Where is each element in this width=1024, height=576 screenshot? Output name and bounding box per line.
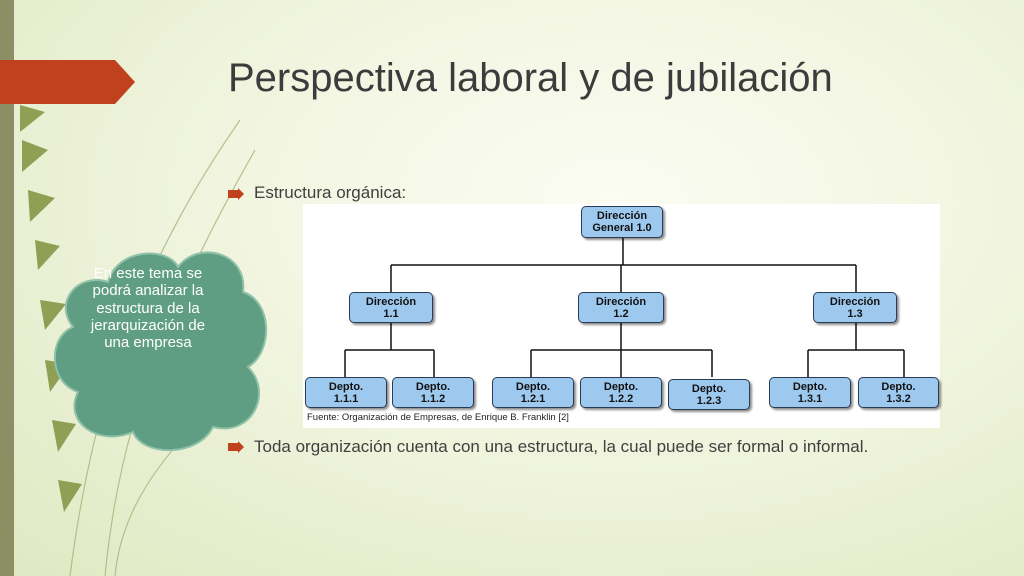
org-node-department: Depto. 1.3.1 <box>769 377 851 408</box>
org-node-line2: 1.2 <box>613 307 629 320</box>
org-node-department: Depto. 1.1.1 <box>305 377 387 408</box>
bullet-text: Estructura orgánica: <box>254 183 407 202</box>
org-node-department: Depto. 1.2.1 <box>492 377 574 408</box>
org-node-line2: General 1.0 <box>592 222 652 234</box>
org-node-line2: 1.1 <box>383 307 399 320</box>
org-node-line1: Depto. <box>881 380 916 393</box>
org-node-line2: 1.3 <box>847 307 863 320</box>
bullet-organization: Toda organización cuenta con una estruct… <box>228 436 948 457</box>
org-node-line2: 1.3.1 <box>797 392 823 405</box>
bullet-text: Toda organización cuenta con una estruct… <box>254 437 869 456</box>
org-node-line1: Depto. <box>603 380 639 393</box>
callout-text: En este tema se podrá analizar la estruc… <box>90 265 206 352</box>
bullet-structure: Estructura orgánica: <box>228 183 406 203</box>
org-node-line1: Dirección <box>365 295 417 308</box>
org-node-line2: 1.3.2 <box>886 392 911 405</box>
slide-title: Perspectiva laboral y de jubilación <box>228 56 833 100</box>
title-accent-arrow <box>0 60 135 104</box>
org-node-line1: Dirección <box>829 295 881 308</box>
org-node-direction: Dirección 1.3 <box>813 292 897 323</box>
org-node-line1: Depto. <box>792 380 828 393</box>
left-sidebar-bar <box>0 0 14 576</box>
org-node-direction: Dirección 1.1 <box>349 292 433 323</box>
org-node-line2: 1.2.1 <box>520 392 546 405</box>
org-node-root: Dirección General 1.0 <box>581 206 663 238</box>
org-node-line2: 1.2.2 <box>608 392 634 405</box>
org-node-department: Depto. 1.1.2 <box>392 377 474 408</box>
org-node-line2: 1.1.1 <box>333 392 359 405</box>
org-node-department: Depto. 1.2.3 <box>668 379 750 410</box>
org-node-line1: Depto. <box>415 380 451 393</box>
org-node-line1: Dirección <box>595 295 647 308</box>
org-node-line2: 1.2.3 <box>696 394 722 407</box>
org-node-direction: Dirección 1.2 <box>578 292 664 323</box>
org-node-department: Depto. 1.3.2 <box>858 377 939 408</box>
org-chart: Dirección General 1.0 Dirección 1.1 Dire… <box>303 204 940 428</box>
org-node-line1: Depto. <box>515 380 551 393</box>
org-node-line1: Depto. <box>328 380 364 393</box>
org-chart-source: Fuente: Organización de Empresas, de Enr… <box>307 412 569 423</box>
org-chart-connectors <box>344 237 905 377</box>
callout-cloud <box>53 251 268 452</box>
org-node-line1: Depto. <box>691 382 727 395</box>
org-node-department: Depto. 1.2.2 <box>580 377 662 408</box>
org-node-line2: 1.1.2 <box>420 392 446 405</box>
arrow-bullet-icon <box>228 188 244 200</box>
org-node-line1: Dirección <box>596 210 648 222</box>
arrow-bullet-icon <box>228 441 244 453</box>
